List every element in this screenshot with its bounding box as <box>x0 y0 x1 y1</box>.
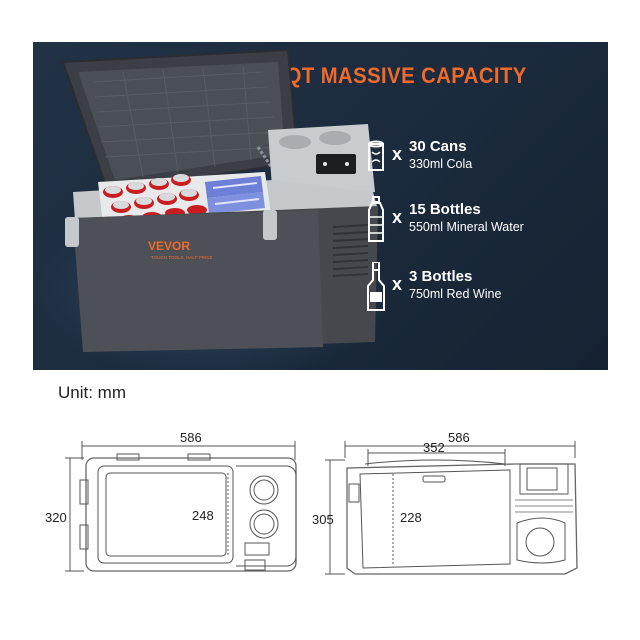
capacity-description: 330ml Cola <box>409 157 473 171</box>
multiply-sign: x <box>392 274 403 294</box>
dim-side-interior-height: 228 <box>400 510 422 525</box>
brand-logo: VEVOR <box>148 239 190 253</box>
multiply-sign: x <box>392 144 403 164</box>
dim-top-overall-width: 586 <box>180 430 202 445</box>
dim-side-overall-width: 586 <box>448 430 470 445</box>
control-panel-display <box>316 154 356 174</box>
capacity-description: 750ml Red Wine <box>409 287 502 301</box>
car-fridge-illustration: VEVOR TOUGH TOOLS, HALF PRICE <box>61 48 378 352</box>
can-icon <box>368 140 384 171</box>
capacity-quantity: 30 Cans <box>409 138 467 155</box>
capacity-item-cans: x 30 Cans 330ml Cola <box>362 132 592 182</box>
unit-label: Unit: mm <box>58 383 126 402</box>
multiply-sign: x <box>392 207 403 227</box>
brand-tagline: TOUGH TOOLS, HALF PRICE <box>151 255 213 260</box>
dim-top-overall-depth: 320 <box>45 510 67 525</box>
water-bottles <box>205 176 265 214</box>
capacity-item-water: x 15 Bottles 550ml Mineral Water <box>362 195 592 245</box>
water-bottle-icon <box>368 196 384 242</box>
top-view-drawing <box>65 441 297 572</box>
dim-top-interior-depth: 248 <box>192 508 214 523</box>
capacity-quantity: 3 Bottles <box>409 268 473 285</box>
capacity-item-wine: x 3 Bottles 750ml Red Wine <box>362 262 592 312</box>
dim-side-overall-height: 305 <box>312 512 334 527</box>
side-view-drawing <box>325 441 578 575</box>
capacity-quantity: 15 Bottles <box>409 201 481 218</box>
dim-side-interior-width: 352 <box>423 440 445 455</box>
capacity-description: 550ml Mineral Water <box>409 220 524 234</box>
wine-bottle-icon <box>367 262 385 311</box>
